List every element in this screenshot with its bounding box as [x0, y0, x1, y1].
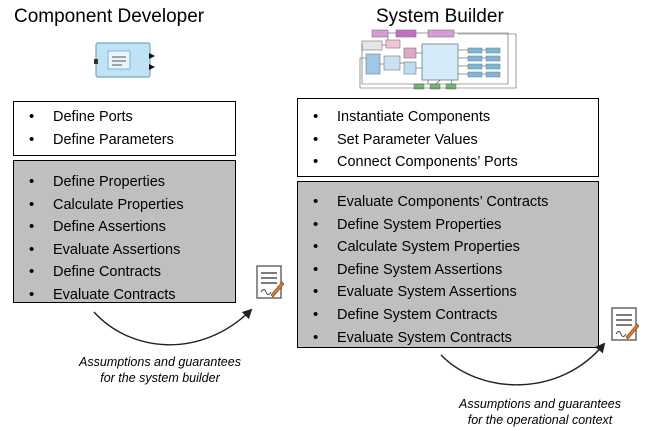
contract-document-icon: [256, 265, 285, 299]
list-item: Connect Components’ Ports: [298, 151, 598, 174]
context-arrow: [440, 342, 606, 386]
list-item: Set Parameter Values: [298, 129, 598, 152]
component-developer-title: Component Developer: [14, 6, 205, 27]
list-item: Define Assertions: [14, 216, 235, 239]
list-item: Evaluate Assertions: [14, 239, 235, 262]
list-item: Define Parameters: [14, 129, 235, 152]
list-item: Evaluate Contracts: [14, 284, 235, 307]
caption-line: Assumptions and guarantees: [459, 397, 621, 411]
list-item: Evaluate System Contracts: [298, 327, 598, 350]
list-item: Evaluate System Assertions: [298, 281, 598, 304]
caption-line: for the system builder: [100, 371, 220, 385]
system-analysis-box: Evaluate Components’ Contracts Define Sy…: [297, 181, 599, 350]
list-item: Instantiate Components: [298, 106, 598, 129]
builder-caption: Assumptions and guarantees for the syste…: [50, 354, 270, 386]
system-diagram-icon: [359, 29, 517, 90]
list-item: Calculate System Properties: [298, 236, 598, 259]
system-interface-box: Instantiate Components Set Parameter Val…: [297, 98, 599, 177]
caption-line: for the operational context: [467, 413, 613, 427]
contract-document-icon: [611, 307, 640, 341]
builder-arrow: [93, 308, 253, 346]
caption-line: Assumptions and guarantees: [79, 355, 241, 369]
list-item: Define System Properties: [298, 214, 598, 237]
list-item: Calculate Properties: [14, 194, 235, 217]
list-item: Define Contracts: [14, 261, 235, 284]
component-analysis-box: Define Properties Calculate Properties D…: [13, 160, 236, 306]
context-caption: Assumptions and guarantees for the opera…: [436, 396, 644, 428]
list-item: Define System Assertions: [298, 259, 598, 282]
component-block-icon: [94, 42, 155, 78]
list-item: Define System Contracts: [298, 304, 598, 327]
list-item: Evaluate Components’ Contracts: [298, 191, 598, 214]
system-builder-title: System Builder: [376, 6, 504, 27]
list-item: Define Properties: [14, 171, 235, 194]
component-interface-box: Define Ports Define Parameters: [13, 101, 236, 156]
list-item: Define Ports: [14, 106, 235, 129]
